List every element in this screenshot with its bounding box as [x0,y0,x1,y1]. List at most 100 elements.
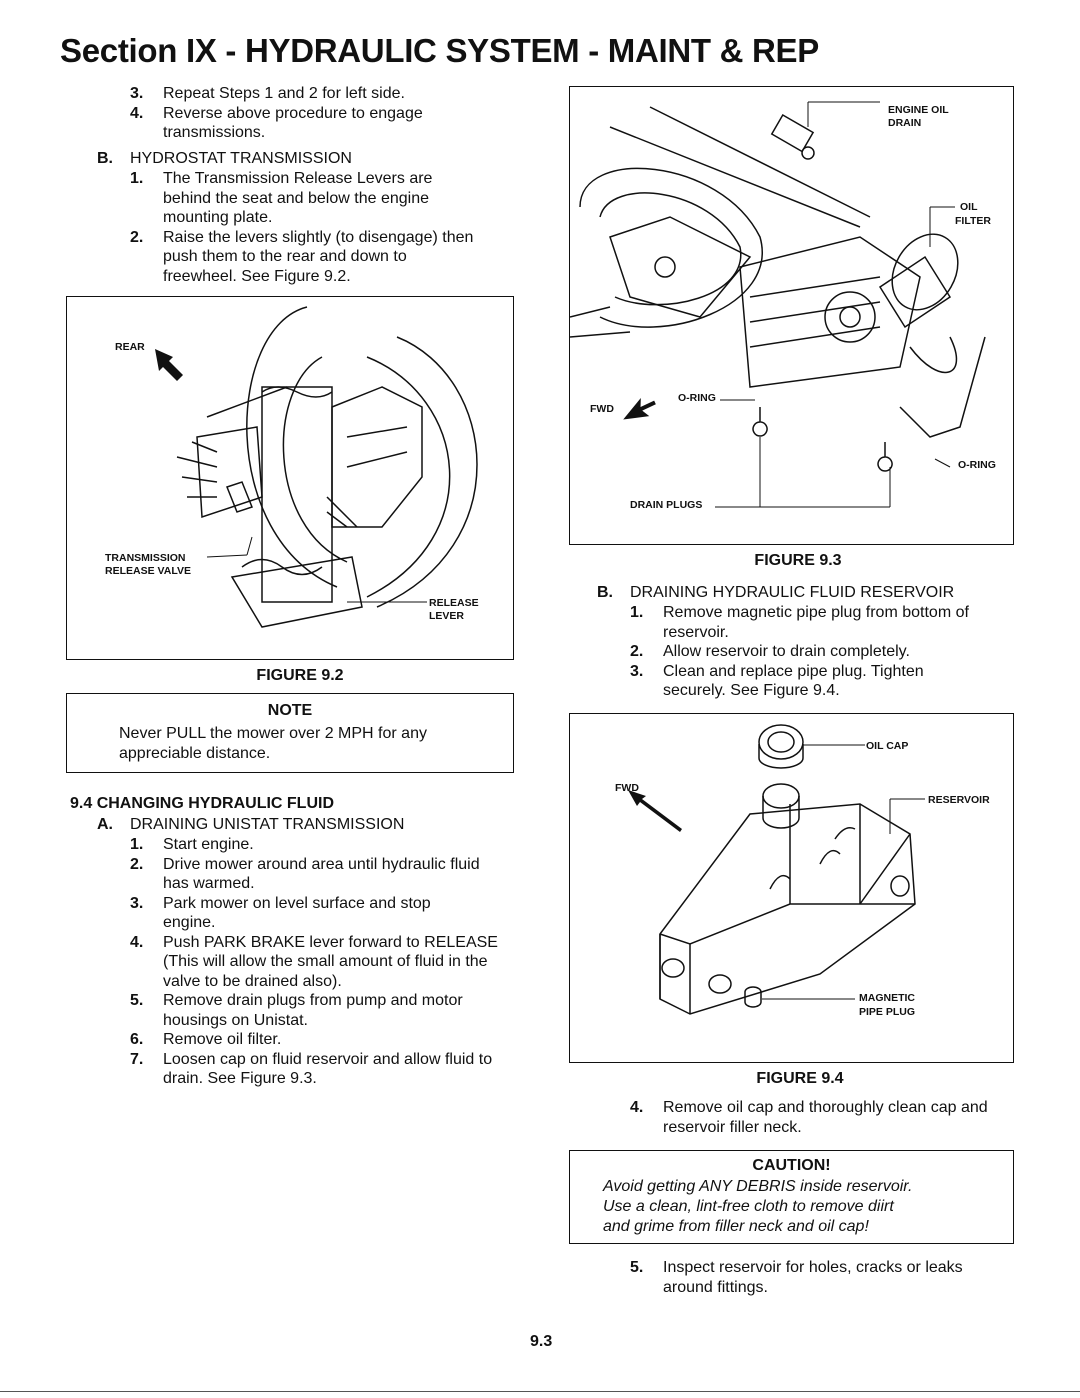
step-text: The Transmission Release Levers are behi… [163,170,433,226]
step-text: Drive mower around area until hydraulic … [163,855,480,893]
list-item: 7. Loosen cap on fluid reservoir and allo… [130,1050,515,1089]
step-text: Push PARK BRAKE lever forward to RELEASE… [163,933,498,990]
list-item: 2. Drive mower around area until hydrauli… [130,855,515,894]
rear-label: REAR [115,341,145,353]
step-number: 1. [630,604,644,621]
reservoir-heading: B. DRAINING HYDRAULIC FLUID RESERVOIR [597,583,954,603]
step-text: Raise the levers slightly (to disengage)… [163,228,474,285]
step-number: 2. [130,228,144,246]
step-number: 5. [130,992,144,1009]
step-text: Reverse above procedure to engage transm… [163,104,423,142]
list-item: 1. The Transmission Release Levers are b… [130,169,475,228]
step-number: 1. [130,170,144,187]
list-item: 5. Remove drain plugs from pump and motor… [130,991,515,1030]
list-item: 4. Remove oil cap and thoroughly clean ca… [630,1098,1000,1137]
list-item: 6. Remove oil filter. [130,1030,515,1050]
figure-9-2-frame: REAR TRANSMISSION RELEASE VALVE RELEASE … [66,296,514,660]
figure-9-2-caption: FIGURE 9.2 [256,667,344,684]
figure-9-4-caption: FIGURE 9.4 [756,1070,844,1087]
step-text: Repeat Steps 1 and 2 for left side. [163,85,405,102]
release-valve-label: RELEASE VALVE [105,565,191,577]
filter-label: FILTER [955,215,991,227]
step-text: Remove oil filter. [163,1031,282,1048]
step-number: 6. [130,1031,144,1048]
step-text: Park mower on level surface and stop eng… [163,894,431,932]
rear-arrow-icon [155,349,183,381]
section-letter: B. [597,584,613,601]
step-number: 2. [630,643,644,660]
release-label: RELEASE [429,597,479,609]
hydrostat-steps: 1. The Transmission Release Levers are b… [130,169,475,286]
step-text: Loosen cap on fluid reservoir and allow … [163,1050,493,1088]
bottom-rule [0,1391,1080,1392]
step-number: 7. [130,1050,144,1068]
drain-plugs-label: DRAIN PLUGS [630,499,703,511]
step-text: Allow reservoir to drain completely. [663,643,910,660]
step-number: 5. [630,1259,644,1276]
oil-cap-label: OIL CAP [866,740,909,752]
unistat-heading: A. DRAINING UNISTAT TRANSMISSION [97,815,404,835]
figure-9-4-frame: OIL CAP FWD RESERVOIR MAGNETIC PIPE PLUG [569,713,1014,1063]
steps-list-top: 3. Repeat Steps 1 and 2 for left side. 4… [130,84,470,143]
page-title: Section IX - HYDRAULIC SYSTEM - MAINT & … [60,32,819,69]
section-heading-text: DRAINING HYDRAULIC FLUID RESERVOIR [630,584,955,601]
magnetic-label: MAGNETIC [859,992,915,1004]
step-number: 3. [630,662,644,680]
page-number: 9.3 [530,1333,553,1350]
lever-label: LEVER [429,610,465,622]
step-number: 4. [630,1099,644,1116]
step-text: Start engine. [163,836,254,853]
caution-box: CAUTION! Avoid getting ANY DEBRIS inside… [569,1150,1014,1244]
section-letter: A. [97,816,113,833]
note-text: Never PULL the mower over 2 MPH for any … [119,725,427,762]
step-number: 4. [130,933,144,951]
o-ring-label-right: O-RING [958,459,996,471]
caution-line-2: Use a clean, lint-free cloth to remove d… [603,1198,894,1215]
figure-9-3-frame: ENGINE OIL DRAIN OIL FILTER FWD O-RING O… [569,86,1014,545]
step-text: Inspect reservoir for holes, cracks or l… [663,1259,963,1296]
pipe-plug-label: PIPE PLUG [859,1006,916,1018]
figure-9-3-illustration [570,101,986,508]
fwd-label: FWD [590,403,614,415]
figure-9-3-caption: FIGURE 9.3 [754,552,842,569]
note-box: NOTE Never PULL the mower over 2 MPH for… [66,693,514,773]
step-text: Remove drain plugs from pump and motor h… [163,992,463,1029]
step-number: 4. [130,104,144,122]
unistat-steps: 1. Start engine. 2. Drive mower around are… [130,835,515,1089]
note-title: NOTE [267,702,313,719]
section-heading-text: DRAINING UNISTAT TRANSMISSION [130,816,405,833]
fwd-label: FWD [615,782,639,794]
section-letter: B. [97,150,113,167]
section-heading-text: HYDROSTAT TRANSMISSION [130,150,352,167]
list-item: 5. Inspect reservoir for holes, cracks or… [630,1258,1010,1297]
list-item: 3.Park mower on level surface and stop e… [130,894,515,933]
caution-line-1: Avoid getting ANY DEBRIS inside reservoi… [603,1178,913,1195]
step-text: Remove oil cap and thoroughly clean cap … [663,1099,988,1136]
o-ring-label-left: O-RING [678,392,716,404]
list-item: 4. Reverse above procedure to engage tra… [130,104,470,143]
caution-line-3: and grime from filler neck and oil cap! [603,1218,869,1235]
fwd-arrow-icon [628,790,682,832]
section-9-4-heading: 9.4 CHANGING HYDRAULIC FLUID [70,795,335,812]
figure-9-4-illustration [628,724,925,1015]
list-item: 1. Start engine. [130,835,515,855]
list-item: 2. Raise the levers slightly (to disenga… [130,228,475,287]
step-number: 1. [130,836,144,853]
list-item: 1. Remove magnetic pipe plug from bottom … [630,603,990,642]
step-number: 2. [130,855,144,873]
engine-oil-label: ENGINE OIL [888,104,949,116]
reservoir-steps: 1. Remove magnetic pipe plug from bottom … [630,603,990,701]
caution-title: CAUTION! [752,1157,831,1174]
list-item: 3.Clean and replace pipe plug. Tighten s… [630,662,990,701]
hydrostat-heading: B. HYDROSTAT TRANSMISSION [97,149,352,169]
reservoir-step-5: 5. Inspect reservoir for holes, cracks or… [630,1258,1010,1297]
reservoir-step-4: 4. Remove oil cap and thoroughly clean ca… [630,1098,1000,1137]
list-item: 4. Push PARK BRAKE lever forward to RELEA… [130,933,515,992]
transmission-label: TRANSMISSION [105,552,186,564]
drain-label: DRAIN [888,117,922,129]
list-item: 3. Repeat Steps 1 and 2 for left side. [130,84,470,104]
list-item: 2. Allow reservoir to drain completely. [630,642,990,662]
step-number: 3. [130,85,144,102]
step-text: Remove magnetic pipe plug from bottom of… [663,604,969,641]
fwd-arrow-icon [623,398,656,420]
